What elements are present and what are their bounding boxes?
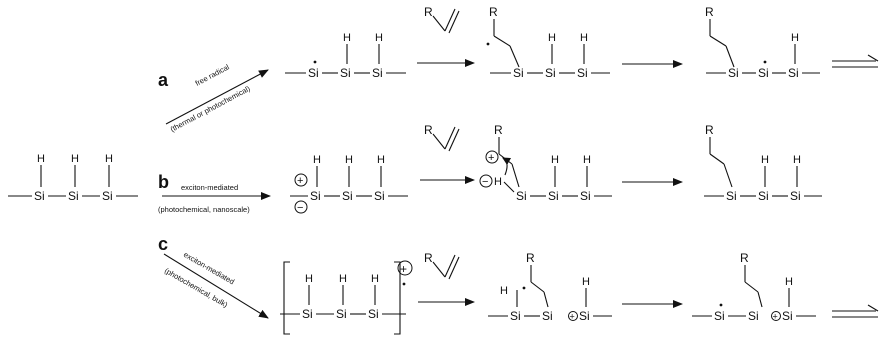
h-atom: H bbox=[583, 154, 591, 166]
si-atom: Si bbox=[340, 66, 351, 80]
row-a-silicon-radical: Si Si Si H H bbox=[285, 32, 406, 80]
pathway-condition: (photochemical, nanoscale) bbox=[158, 205, 250, 214]
si-atom: Si bbox=[302, 307, 313, 321]
si-atom: Si bbox=[788, 66, 799, 80]
row-a-alkyl-radical-adduct: R Si Si Si H H bbox=[486, 5, 683, 80]
row-c-alkene-reagent: R bbox=[418, 251, 475, 306]
si-atom: Si bbox=[758, 66, 769, 80]
si-atom: Si bbox=[580, 189, 591, 203]
si-atom: Si bbox=[368, 307, 379, 321]
h-atom: H bbox=[551, 154, 559, 166]
si-atom: Si bbox=[548, 189, 559, 203]
si-atom: Si bbox=[68, 189, 79, 203]
row-a-propagated-radical: R Si Si Si H bbox=[705, 5, 879, 80]
starting-silicon-surface: Si Si Si H H H bbox=[8, 153, 138, 203]
h-atom: H bbox=[761, 154, 769, 166]
r-group: R bbox=[424, 251, 433, 265]
pathway-letter: c bbox=[158, 234, 168, 254]
electron-charge: − bbox=[297, 202, 303, 214]
si-atom: Si bbox=[726, 189, 737, 203]
si-atom: Si bbox=[790, 189, 801, 203]
h-atom: H bbox=[71, 153, 79, 165]
pathway-condition: (thermal or photochemical) bbox=[169, 84, 252, 134]
h-atom: H bbox=[345, 154, 353, 166]
si-atom: Si bbox=[758, 189, 769, 203]
si-atom: Si bbox=[336, 307, 347, 321]
row-c-radical-cation: + Si Si Si H H H bbox=[280, 260, 413, 335]
si-atom: Si bbox=[542, 309, 553, 323]
si-atom: Si bbox=[34, 189, 45, 203]
si-atom: Si bbox=[748, 309, 759, 323]
h-atom: H bbox=[105, 153, 113, 165]
si-atom: Si bbox=[342, 189, 353, 203]
h-atom: H bbox=[371, 273, 379, 285]
pathway-letter: b bbox=[158, 172, 169, 192]
r-group: R bbox=[705, 5, 714, 19]
si-atom: Si bbox=[577, 66, 588, 80]
cation-charge: + bbox=[773, 312, 778, 322]
h-atom: H bbox=[793, 154, 801, 166]
row-b-zwitterion-intermediate: R + − H Si Si Si H H bbox=[479, 123, 683, 203]
h-atom: H bbox=[375, 32, 383, 44]
pathway-letter: a bbox=[158, 70, 169, 90]
row-c-propagated-radical: R Si Si + Si H bbox=[692, 251, 879, 323]
r-group: R bbox=[424, 5, 433, 19]
migrating-h-atom: H bbox=[494, 176, 502, 188]
si-atom: Si bbox=[102, 189, 113, 203]
si-atom: Si bbox=[516, 189, 527, 203]
si-atom: Si bbox=[782, 309, 793, 323]
r-group: R bbox=[705, 123, 714, 137]
r-group: R bbox=[740, 251, 749, 265]
si-atom: Si bbox=[545, 66, 556, 80]
r-group: R bbox=[489, 5, 498, 19]
row-b-exciton-surface: + − Si Si Si H H H bbox=[290, 154, 408, 214]
si-atom: Si bbox=[372, 66, 383, 80]
h-atom: H bbox=[313, 154, 321, 166]
si-atom: Si bbox=[728, 66, 739, 80]
pathway-c-arrow: c exciton-mediated (photochemical, bulk) bbox=[158, 234, 269, 319]
row-c-cation-radical-adduct: R Si H Si + Si H bbox=[488, 251, 683, 323]
pathway-b-arrow: b exciton-mediated (photochemical, nanos… bbox=[158, 172, 271, 214]
r-group: R bbox=[494, 123, 503, 137]
si-atom: Si bbox=[714, 309, 725, 323]
h-atom: H bbox=[785, 276, 793, 288]
h-atom: H bbox=[791, 32, 799, 44]
pathway-condition: exciton-mediated bbox=[181, 183, 238, 192]
h-atom: H bbox=[548, 32, 556, 44]
si-atom: Si bbox=[510, 309, 521, 323]
pathway-condition: free radical bbox=[194, 62, 231, 88]
row-b-hydrosilylated-product: R Si Si Si H H bbox=[704, 123, 822, 203]
h-atom: H bbox=[580, 32, 588, 44]
si-atom: Si bbox=[579, 309, 590, 323]
h-atom: H bbox=[343, 32, 351, 44]
si-atom: Si bbox=[308, 66, 319, 80]
h-atom: H bbox=[582, 276, 590, 288]
anion-charge: − bbox=[482, 176, 488, 188]
si-atom: Si bbox=[374, 189, 385, 203]
r-group: R bbox=[526, 251, 535, 265]
si-atom: Si bbox=[310, 189, 321, 203]
h-atom: H bbox=[305, 273, 313, 285]
h-atom: H bbox=[377, 154, 385, 166]
hole-charge: + bbox=[297, 175, 303, 187]
r-group: R bbox=[424, 123, 433, 137]
row-b-alkene-reagent: R bbox=[420, 123, 475, 184]
carbocation-charge: + bbox=[488, 152, 494, 164]
cation-charge: + bbox=[400, 262, 407, 276]
h-atom: H bbox=[37, 153, 45, 165]
cation-charge: + bbox=[570, 312, 575, 322]
h-atom: H bbox=[339, 273, 347, 285]
row-a-alkene-reagent: R bbox=[417, 5, 475, 67]
si-atom: Si bbox=[513, 66, 524, 80]
pathway-a-arrow: a free radical (thermal or photochemical… bbox=[158, 62, 269, 134]
h-atom: H bbox=[500, 285, 508, 297]
